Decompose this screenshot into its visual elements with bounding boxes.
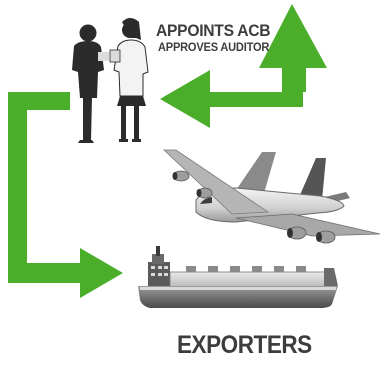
appoints-acb-label: APPOINTS ACB	[156, 21, 271, 40]
business-people-icon	[72, 18, 149, 143]
airplane-icon	[162, 149, 381, 244]
arrow-to-people	[160, 4, 327, 128]
approves-auditor-label: APPROVES AUDITOR	[158, 40, 270, 54]
cargo-ship-icon	[138, 246, 338, 308]
exporters-label: EXPORTERS	[177, 331, 312, 359]
arrow-to-exporters	[8, 92, 123, 298]
